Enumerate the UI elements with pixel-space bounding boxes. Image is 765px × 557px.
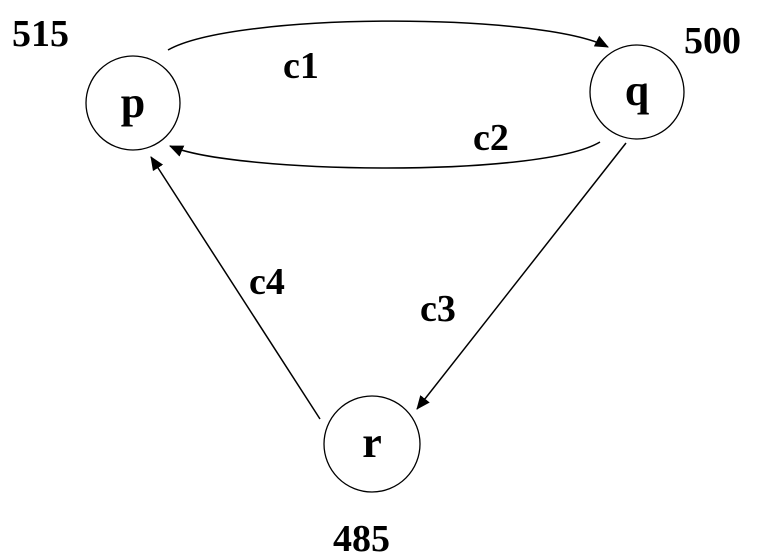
node-r-label: r [362, 418, 382, 467]
node-q: q [589, 44, 685, 140]
node-r: r [323, 395, 421, 493]
edge-c3 [416, 142, 627, 410]
node-q-value: 500 [684, 20, 741, 62]
edge-c4 [150, 156, 321, 420]
node-p-value: 515 [12, 13, 69, 55]
edge-c1-label: c1 [283, 45, 319, 87]
node-q-label: q [625, 66, 650, 115]
edge-c3-label: c3 [420, 288, 456, 330]
edge-c2-label: c2 [473, 117, 509, 159]
node-p-label: p [121, 78, 145, 127]
node-r-value: 485 [333, 518, 390, 557]
edge-c2 [169, 141, 601, 169]
edge-c4-label: c4 [249, 261, 285, 303]
node-p: p [85, 55, 181, 151]
edge-c1 [167, 20, 609, 51]
